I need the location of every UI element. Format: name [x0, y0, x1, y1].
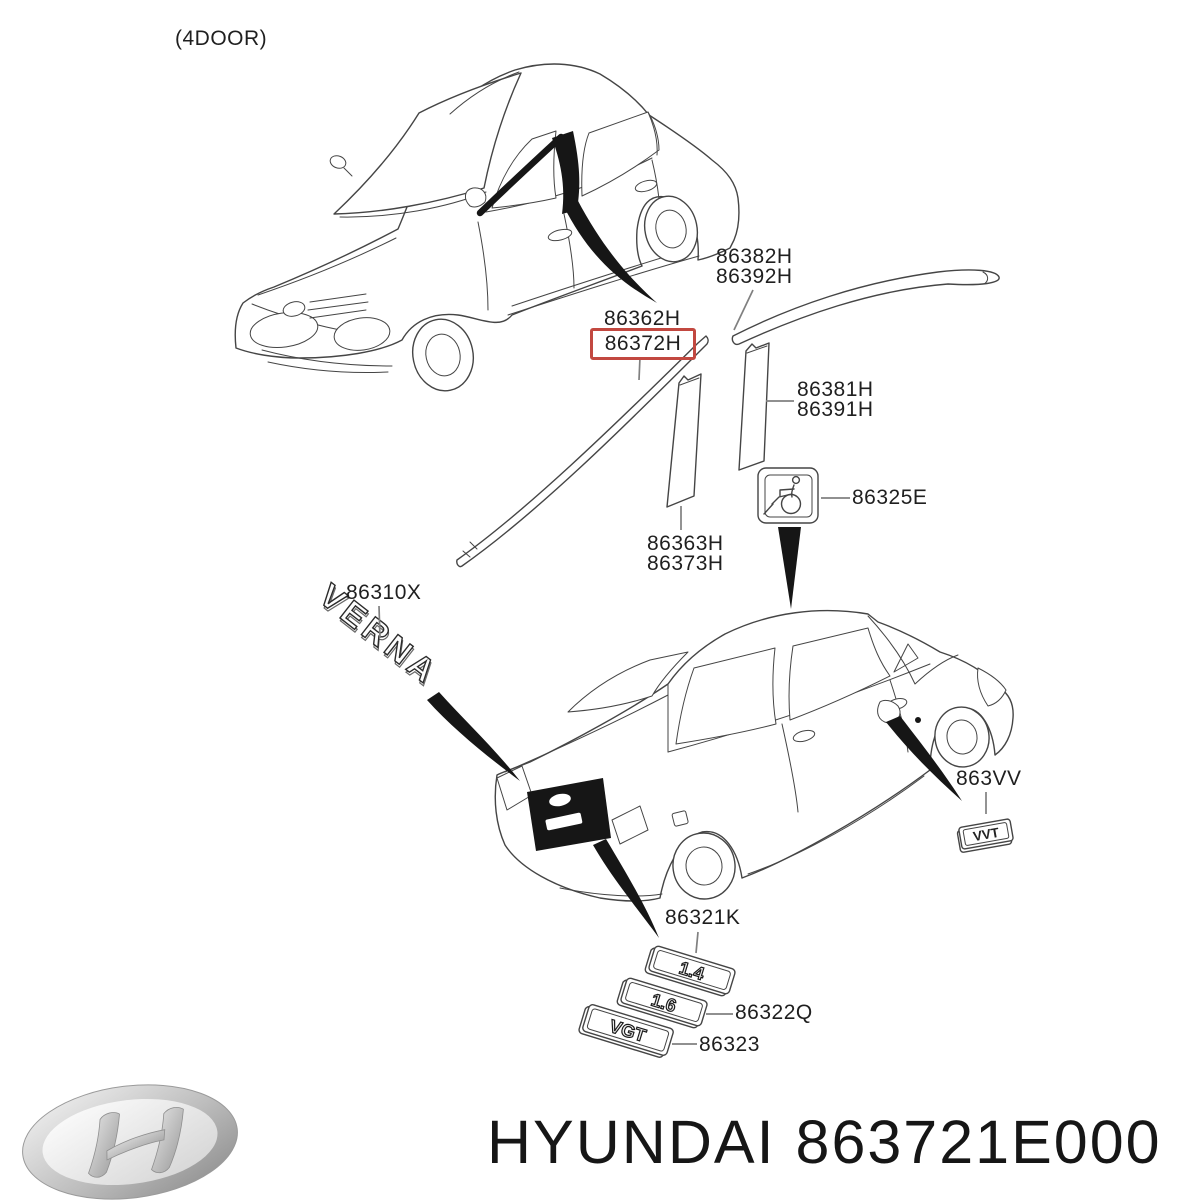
callout-handicap-emblem: 86325E — [852, 486, 928, 509]
arrow-vvt-emblem — [886, 716, 962, 801]
callout-vvt-emblem: 863VV — [956, 767, 1022, 790]
roof-molding-strip-rear — [731, 269, 1000, 346]
arrow-door-tape — [563, 199, 657, 303]
part-number: 86391H — [797, 398, 874, 421]
callout-roof-molding-rear: 86382H 86392H — [716, 245, 793, 288]
headlight — [977, 667, 1007, 707]
headlight-left — [249, 312, 319, 348]
badge-vvt-text: VVT — [972, 825, 1001, 844]
headlight-right — [333, 317, 391, 351]
callout-engine-badge-14: 86321K — [665, 906, 741, 929]
grille-logo — [282, 301, 306, 317]
callout-pillar-tape-front: 86363H 86373H — [647, 532, 724, 575]
rear-car-drawing — [494, 609, 1014, 938]
door-frame-tape-highlight — [476, 133, 565, 217]
callout-engine-badge-16: 86322Q — [735, 1001, 813, 1024]
verna-emblem: VERNA VERNA — [312, 576, 520, 781]
leader-lines — [378, 289, 987, 1045]
pillar-tape-front — [666, 373, 702, 508]
callout-vgt-badge: 86323 — [699, 1033, 760, 1056]
part-title: HYUNDAI 863721E000 — [487, 1110, 1162, 1174]
pillar-tape-rear — [738, 342, 770, 471]
badge-1-4: 1.4 — [644, 945, 736, 997]
callout-verna-emblem: 86310X — [346, 581, 422, 604]
side-mirror — [465, 187, 487, 208]
variant-label: (4DOOR) — [175, 27, 268, 50]
front-car-drawing — [234, 63, 740, 392]
badge-vgt: VGT — [578, 1004, 674, 1058]
trunk-garnish — [527, 778, 611, 851]
arrow-trunk-badge — [593, 839, 659, 938]
badge-1-6: 1.6 — [616, 977, 708, 1029]
badge-vvt: VVT — [956, 818, 1014, 853]
callout-roof-molding-front: 86362H — [604, 307, 681, 330]
part-number: 86382H — [716, 245, 793, 268]
wheelchair-icon — [757, 467, 819, 524]
main-part-number: 863721E000 — [795, 1108, 1162, 1176]
brand-name: HYUNDAI — [487, 1108, 776, 1176]
arrow-wheelchair-emblem — [778, 527, 801, 609]
part-number: 86363H — [647, 532, 724, 555]
taillight-right — [611, 805, 649, 845]
part-number: 86392H — [716, 265, 793, 288]
callout-pillar-tape-rear: 86381H 86391H — [797, 378, 874, 421]
highlighted-part-box: 86372H — [590, 328, 696, 360]
part-number: 86373H — [647, 552, 724, 575]
hyundai-logo — [22, 1084, 238, 1200]
arrow-verna-emblem — [427, 692, 520, 781]
part-number: 86381H — [797, 378, 874, 401]
